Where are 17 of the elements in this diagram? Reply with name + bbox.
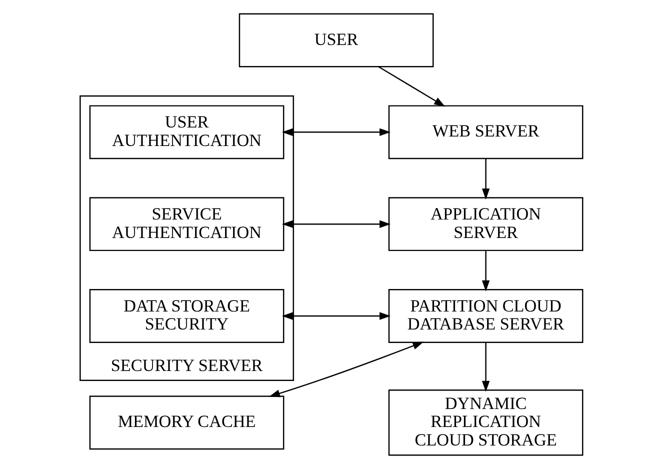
node-box: DATA STORAGE SECURITY bbox=[89, 288, 284, 342]
node-box: DYNAMIC REPLICATION CLOUD STORAGE bbox=[388, 389, 584, 456]
arrow bbox=[482, 250, 490, 291]
node-box: WEB SERVER bbox=[388, 104, 584, 159]
arrow bbox=[282, 128, 391, 136]
arrow bbox=[282, 220, 391, 228]
node-box: USER bbox=[238, 12, 434, 67]
arrow bbox=[482, 158, 490, 200]
node-box: PARTITION CLOUD DATABASE SERVER bbox=[388, 288, 584, 342]
node-box: USER AUTHENTICATION bbox=[89, 104, 284, 159]
node-box: SERVICE AUTHENTICATION bbox=[89, 196, 284, 251]
arrow bbox=[282, 312, 391, 320]
arrow bbox=[378, 66, 446, 106]
node-box: MEMORY CACHE bbox=[89, 395, 284, 450]
arrow bbox=[268, 341, 424, 397]
arrow bbox=[482, 342, 490, 392]
node-box: APPLICATION SERVER bbox=[388, 196, 584, 251]
